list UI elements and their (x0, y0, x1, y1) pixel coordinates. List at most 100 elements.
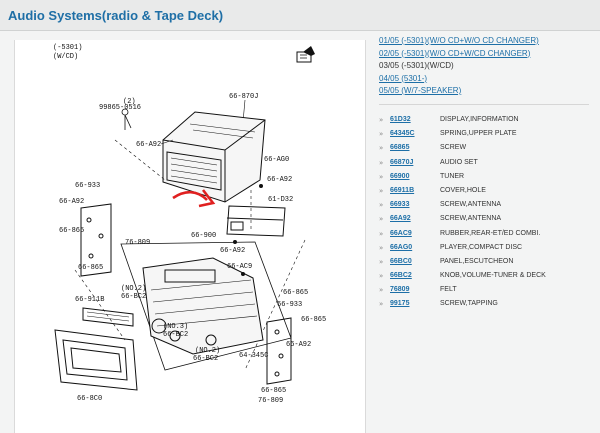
page-title: Audio Systems(radio & Tape Deck) (8, 8, 224, 23)
part-description: SCREW (440, 144, 467, 152)
svg-text:66-865: 66-865 (59, 227, 84, 235)
svg-text:66-933: 66-933 (75, 182, 100, 190)
cd-player-drawing (162, 111, 266, 203)
part-number-link[interactable]: 76809 (390, 286, 410, 294)
svg-text:66-865: 66-865 (301, 316, 326, 324)
bullet-icon: » (379, 186, 384, 195)
part-description: PLAYER,COMPACT DISC (440, 243, 523, 251)
list-item: » 66AC9 RUBBER,REAR-ET/ED COMBI. (379, 227, 599, 241)
bullet-icon: » (379, 257, 384, 266)
svg-text:66-A92: 66-A92 (286, 341, 311, 349)
svg-text:66-911B: 66-911B (75, 296, 104, 304)
bullet-icon: » (379, 172, 384, 181)
part-number-link[interactable]: 66911B (390, 186, 415, 194)
svg-text:(NO.2): (NO.2) (195, 347, 220, 355)
svg-text:66-BC2: 66-BC2 (193, 355, 218, 363)
svg-text:66-AG0: 66-AG0 (264, 156, 289, 164)
display-unit-drawing (226, 205, 286, 237)
svg-text:76-809: 76-809 (258, 397, 283, 405)
bullet-icon: » (379, 201, 384, 210)
part-number-link[interactable]: 99175 (390, 300, 410, 308)
part-number-link[interactable]: 64345C (390, 130, 415, 138)
page-header: Audio Systems(radio & Tape Deck) (0, 0, 600, 31)
svg-text:66-A92: 66-A92 (59, 198, 84, 206)
screw-99865-drawing (121, 108, 132, 130)
bullet-icon: » (379, 158, 384, 167)
svg-text:66-BC2: 66-BC2 (163, 331, 188, 339)
part-number-link[interactable]: 66865 (390, 144, 410, 152)
diagram-variant-code: (-5301) (53, 44, 82, 52)
variant-link-4[interactable]: 04/05 (5301-) (379, 73, 428, 83)
list-item: » 66BC0 PANEL,ESCUTCHEON (379, 255, 599, 269)
svg-text:66-865: 66-865 (283, 289, 308, 297)
part-number-link[interactable]: 66900 (390, 172, 410, 180)
part-number-link[interactable]: 66AG0 (390, 243, 413, 251)
variant-link-5[interactable]: 05/05 (W/7-SPEAKER) (379, 86, 462, 95)
part-description: KNOB,VOLUME-TUNER & DECK (440, 272, 546, 280)
hole-cover-drawing (82, 307, 134, 327)
svg-text:61-D32: 61-D32 (268, 196, 293, 204)
part-number-link[interactable]: 61D32 (390, 116, 411, 123)
part-description: SCREW,TAPPING (440, 300, 498, 308)
svg-text:66-865: 66-865 (78, 264, 103, 272)
part-description: RUBBER,REAR-ET/ED COMBI. (440, 229, 541, 237)
svg-text:(NO.2): (NO.2) (121, 285, 146, 293)
bullet-icon: » (379, 272, 384, 281)
svg-text:66-A92: 66-A92 (136, 141, 161, 149)
part-number-link[interactable]: 66AC9 (390, 229, 412, 237)
part-number-link[interactable]: 66A92 (390, 215, 411, 223)
svg-text:(NO.3): (NO.3) (163, 323, 188, 331)
list-item: » 66911B COVER,HOLE (379, 184, 599, 198)
part-number-link[interactable]: 66933 (390, 201, 410, 209)
part-description: COVER,HOLE (440, 186, 486, 194)
variant-current: 03/05 (-5301)(W/CD) (379, 61, 454, 70)
list-item: » 66933 SCREW,ANTENNA (379, 198, 599, 212)
part-number-link[interactable]: 66BC2 (390, 272, 412, 280)
part-description: FELT (440, 286, 457, 294)
variant-link-2[interactable]: 02/05 (-5301)(W/O CD+W/CD CHANGER) (379, 48, 531, 58)
svg-text:66-933: 66-933 (277, 301, 302, 309)
exploded-view-drawing: (-5301) (W/CD) 99865-0516 (2) 66-870J 66… (53, 44, 326, 405)
bullet-icon: » (379, 116, 384, 124)
next-page-icon[interactable] (296, 46, 315, 63)
bullet-icon: » (379, 300, 384, 309)
svg-text:66-8C0: 66-8C0 (77, 395, 102, 403)
list-item: » 66BC2 KNOB,VOLUME-TUNER & DECK (379, 269, 599, 283)
variant-link-1[interactable]: 01/05 (-5301)(W/O CD+W/O CD CHANGER) (379, 36, 539, 45)
svg-text:(2): (2) (123, 98, 136, 106)
svg-text:66-BC2: 66-BC2 (121, 293, 146, 301)
bullet-icon: » (379, 229, 384, 238)
part-description: TUNER (440, 172, 465, 180)
part-description: SCREW,ANTENNA (440, 215, 502, 223)
diagram-variant-sub: (W/CD) (53, 53, 78, 61)
svg-text:66-900: 66-900 (191, 232, 216, 240)
left-bracket-drawing (80, 203, 112, 277)
list-item: » 66900 TUNER (379, 170, 599, 184)
red-arrow-annotation (172, 190, 208, 201)
bullet-icon: » (379, 130, 384, 139)
divider (379, 104, 589, 105)
svg-text:66-A92: 66-A92 (220, 247, 245, 255)
svg-text:76-809: 76-809 (125, 239, 150, 247)
part-description: SCREW,ANTENNA (440, 201, 502, 209)
tuner-unit-drawing (142, 257, 264, 355)
part-description: PANEL,ESCUTCHEON (440, 257, 514, 265)
svg-text:66-865: 66-865 (261, 387, 286, 395)
list-item: » 66865 SCREW (379, 141, 599, 155)
parts-panel: 01/05 (-5301)(W/O CD+W/O CD CHANGER) 02/… (370, 31, 600, 433)
part-number-link[interactable]: 66870J (390, 158, 414, 166)
svg-text:64-345C: 64-345C (239, 352, 268, 360)
list-item: » 76809 FELT (379, 283, 599, 297)
variant-list: 01/05 (-5301)(W/O CD+W/O CD CHANGER) 02/… (379, 35, 539, 98)
parts-diagram[interactable]: (-5301) (W/CD) 99865-0516 (2) 66-870J 66… (14, 40, 366, 433)
bullet-icon: » (379, 144, 384, 153)
part-number-link[interactable]: 66BC0 (390, 257, 412, 265)
svg-text:99865-0516: 99865-0516 (99, 104, 141, 112)
right-bracket-drawing (266, 317, 292, 385)
bullet-icon: » (379, 286, 384, 295)
